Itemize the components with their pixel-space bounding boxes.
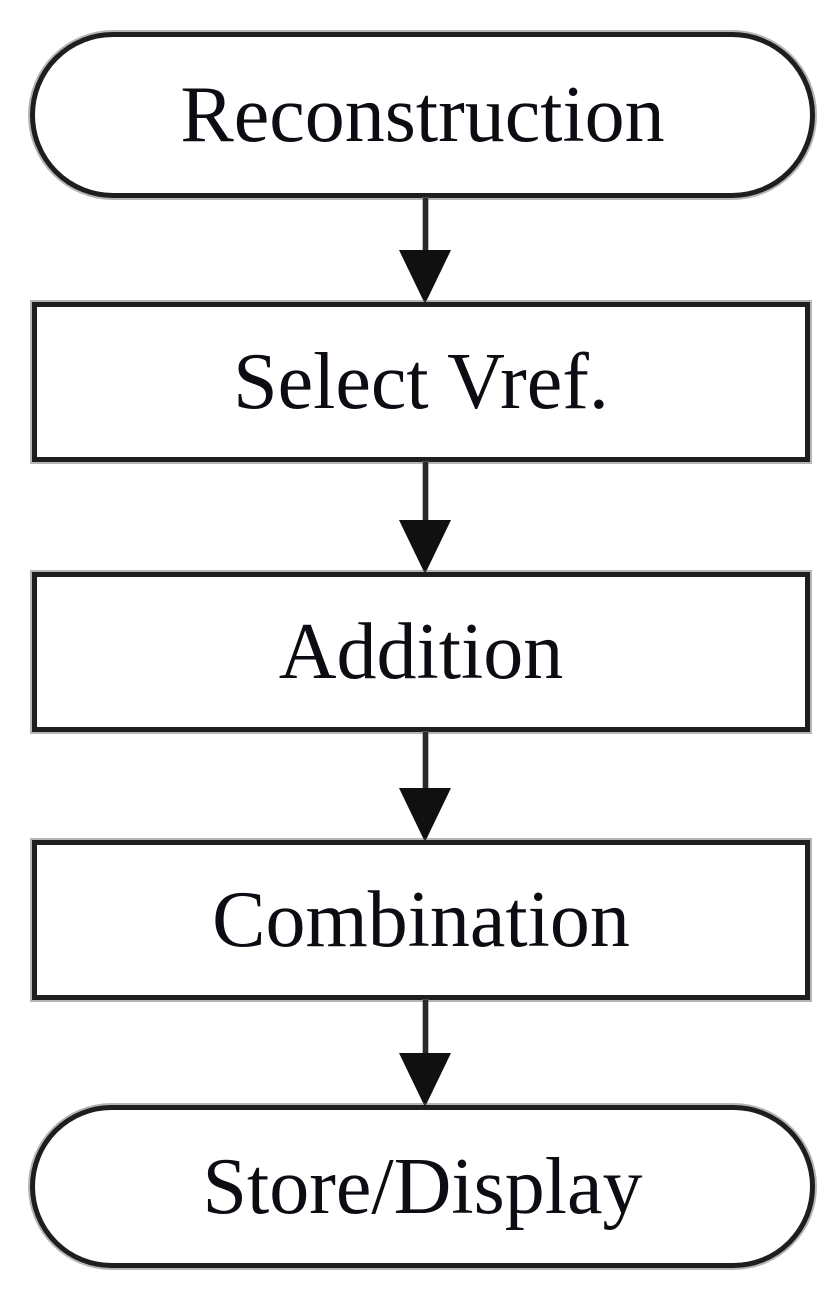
flowchart-node-reconstruction: Reconstruction <box>30 32 815 198</box>
arrow-stem <box>422 198 428 250</box>
arrow-down-connector-1 <box>397 198 453 304</box>
arrowhead-down-icon <box>399 520 451 574</box>
node-label-store-display: Store/Display <box>202 1142 643 1231</box>
arrowhead-down-icon <box>399 1053 451 1107</box>
arrow-stem <box>422 462 428 520</box>
arrow-down-connector-2 <box>397 462 453 574</box>
node-label-reconstruction: Reconstruction <box>180 71 665 159</box>
node-label-select-vref: Select Vref. <box>233 338 609 426</box>
flowchart-node-combination: Combination <box>32 840 810 1000</box>
flowchart-node-select-vref: Select Vref. <box>32 302 810 462</box>
arrow-down-connector-3 <box>397 732 453 842</box>
flowchart-node-store-display: Store/Display <box>30 1105 815 1268</box>
node-label-combination: Combination <box>212 876 630 964</box>
arrow-stem <box>422 1000 428 1053</box>
arrowhead-down-icon <box>399 250 451 304</box>
node-label-addition: Addition <box>278 608 564 696</box>
flowchart-node-addition: Addition <box>32 572 810 732</box>
arrow-stem <box>422 732 428 788</box>
arrow-down-connector-4 <box>397 1000 453 1107</box>
arrowhead-down-icon <box>399 788 451 842</box>
